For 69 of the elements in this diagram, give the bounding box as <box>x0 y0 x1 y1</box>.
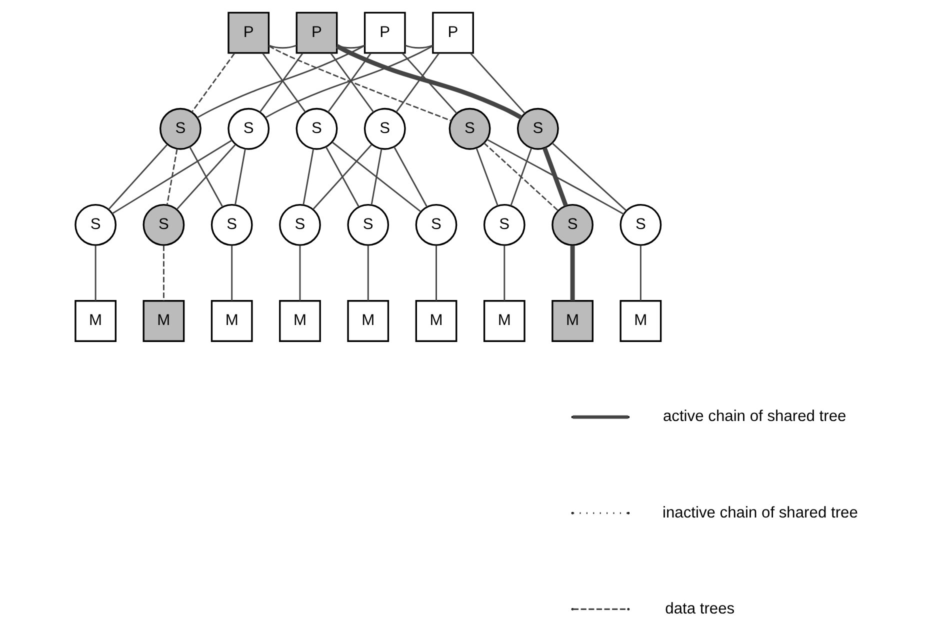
connector <box>542 147 568 207</box>
legend-label: inactive chain of shared tree <box>662 504 858 522</box>
connector <box>264 45 433 118</box>
node-circle: S <box>482 204 525 246</box>
connector <box>298 246 300 301</box>
connector <box>166 148 178 205</box>
connector <box>234 148 246 205</box>
node-box: P <box>363 12 406 54</box>
node-box: M <box>142 300 184 342</box>
connector <box>392 146 428 208</box>
node-box: M <box>619 300 662 342</box>
connector <box>196 44 364 118</box>
node-circle: S <box>295 108 338 150</box>
node-circle: S <box>227 108 270 150</box>
connector <box>470 52 525 114</box>
connector <box>510 148 532 206</box>
connector <box>331 142 421 212</box>
connector <box>335 44 522 120</box>
connector <box>111 140 232 214</box>
node-box: P <box>432 12 474 54</box>
connector <box>162 246 164 301</box>
node-circle: S <box>448 108 490 150</box>
node-circle: S <box>142 204 184 246</box>
connector <box>312 144 372 210</box>
node-circle: S <box>414 204 457 246</box>
connector <box>475 148 498 206</box>
node-circle: S <box>363 108 406 150</box>
connector <box>570 246 574 301</box>
node-box: M <box>551 300 593 342</box>
node-circle: S <box>278 204 320 246</box>
node-box: M <box>278 300 320 342</box>
connector <box>503 246 505 301</box>
node-box: M <box>414 300 457 342</box>
connector <box>302 148 314 205</box>
connector <box>230 246 232 301</box>
connector <box>401 52 457 114</box>
node-box: M <box>210 300 252 342</box>
connector <box>324 146 359 208</box>
connector <box>176 144 236 210</box>
connector <box>108 144 168 210</box>
connector <box>370 148 382 205</box>
connector <box>190 52 235 112</box>
node-circle: S <box>516 108 558 150</box>
connector <box>188 146 223 208</box>
connector <box>268 44 296 49</box>
connector <box>395 52 439 112</box>
connector <box>366 246 368 301</box>
node-circle: S <box>159 108 201 150</box>
connector <box>483 142 558 212</box>
connector <box>404 44 433 49</box>
legend-label: data trees <box>664 600 734 618</box>
connector <box>94 246 96 301</box>
legend-label: active chain of shared tree <box>662 408 846 426</box>
node-circle: S <box>551 204 593 246</box>
node-circle: S <box>346 204 389 246</box>
node-box: M <box>74 300 116 342</box>
connector <box>639 246 641 301</box>
node-box: M <box>482 300 525 342</box>
connector <box>551 142 626 212</box>
node-circle: S <box>74 204 116 246</box>
node-box: P <box>227 12 270 54</box>
connector <box>435 246 436 301</box>
node-circle: S <box>210 204 252 246</box>
connector <box>486 138 624 215</box>
connector <box>336 44 364 49</box>
node-box: P <box>295 12 338 54</box>
node-box: M <box>346 300 389 342</box>
connector <box>268 45 452 122</box>
node-circle: S <box>619 204 662 246</box>
